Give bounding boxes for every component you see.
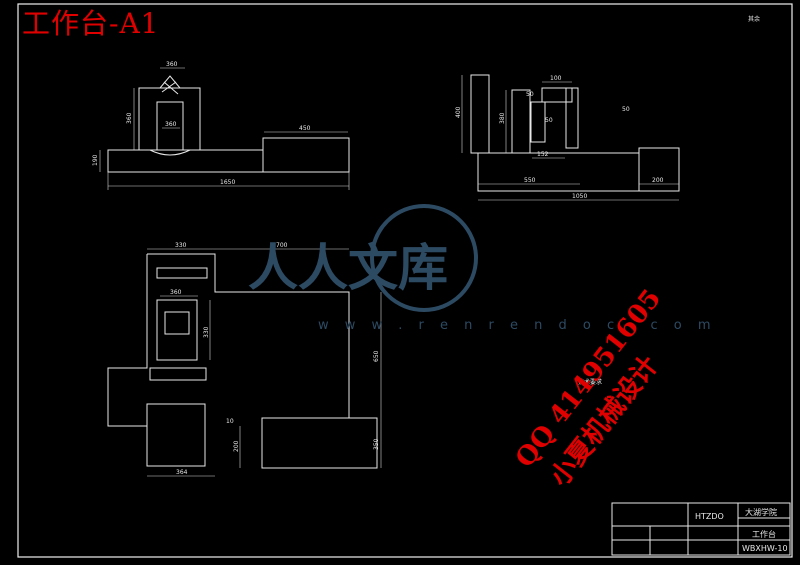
watermark-url: w w w . r e n r e n d o c . c o m bbox=[318, 318, 717, 333]
dim-front-right-width: 450 bbox=[299, 125, 311, 132]
side-cap bbox=[541, 87, 573, 103]
side-upright bbox=[470, 74, 490, 154]
title-block-code: HTZDO bbox=[695, 512, 724, 521]
dim-plan-700: 700 bbox=[276, 242, 288, 249]
dim-plan-330v: 330 bbox=[203, 326, 210, 338]
dim-side-100: 100 bbox=[550, 75, 562, 82]
plan-plate bbox=[149, 367, 207, 381]
technical-notes-heading: 技术要求 bbox=[578, 378, 602, 386]
side-link bbox=[530, 101, 546, 143]
watermark-circle bbox=[370, 204, 478, 312]
side-base bbox=[477, 152, 640, 192]
side-right-block bbox=[638, 147, 680, 192]
dim-front-total-width: 1650 bbox=[220, 179, 235, 186]
front-arc bbox=[149, 149, 191, 156]
front-right-block bbox=[262, 137, 350, 173]
dim-side-1050: 1050 bbox=[572, 193, 587, 200]
dim-front-height: 360 bbox=[126, 112, 133, 124]
dim-plan-10: 10 bbox=[226, 418, 234, 425]
dim-front-base-height: 190 bbox=[92, 154, 99, 166]
dim-side-height: 400 bbox=[455, 106, 462, 118]
drawing-title: 工作台-A1 bbox=[22, 7, 160, 40]
dim-front-inner-width: 360 bbox=[165, 121, 177, 128]
title-block-school: 大湖学院 bbox=[745, 508, 777, 517]
dim-plan-360: 360 bbox=[170, 289, 182, 296]
dim-side-50b: 50 bbox=[545, 117, 553, 124]
side-post bbox=[511, 89, 531, 154]
side-view: 400 380 100 50 50 50 152 550 1050 200 bbox=[455, 74, 680, 201]
front-bracket bbox=[159, 75, 181, 95]
dim-side-mid-height: 380 bbox=[499, 112, 506, 124]
title-block-part-name: 工作台 bbox=[752, 530, 776, 539]
plan-carriage-inner bbox=[164, 311, 190, 335]
front-view: 360 360 360 450 190 1650 bbox=[92, 61, 350, 190]
dim-plan-200: 200 bbox=[233, 440, 240, 452]
plan-view: 330 700 360 330 650 350 10 200 364 bbox=[107, 242, 382, 477]
dim-side-152: 152 bbox=[537, 151, 549, 158]
plan-outline-top bbox=[147, 253, 378, 469]
dim-side-200: 200 bbox=[652, 177, 664, 184]
dim-side-50a: 50 bbox=[526, 91, 534, 98]
front-base bbox=[107, 149, 264, 173]
front-frame-outer bbox=[138, 87, 201, 151]
title-block bbox=[611, 502, 791, 556]
side-slider bbox=[565, 87, 579, 149]
title-block-drawing-no: WBXHW-10 bbox=[742, 544, 788, 553]
dim-front-top-width: 360 bbox=[166, 61, 178, 68]
dim-side-50c: 50 bbox=[622, 106, 630, 113]
plan-carriage bbox=[156, 299, 198, 361]
dim-plan-350: 350 bbox=[373, 438, 380, 450]
dim-side-550: 550 bbox=[524, 177, 536, 184]
dim-plan-364: 364 bbox=[176, 469, 188, 476]
plan-rail bbox=[156, 267, 208, 279]
drawing-border bbox=[17, 3, 793, 558]
dim-plan-650: 650 bbox=[373, 350, 380, 362]
dim-plan-330: 330 bbox=[175, 242, 187, 249]
surface-finish-note: 其余 bbox=[748, 15, 760, 23]
front-frame-inner bbox=[156, 101, 184, 151]
watermark-logo: 人人文库 bbox=[248, 239, 448, 297]
plan-outline-left bbox=[107, 254, 148, 427]
plan-lower-block bbox=[146, 403, 206, 467]
